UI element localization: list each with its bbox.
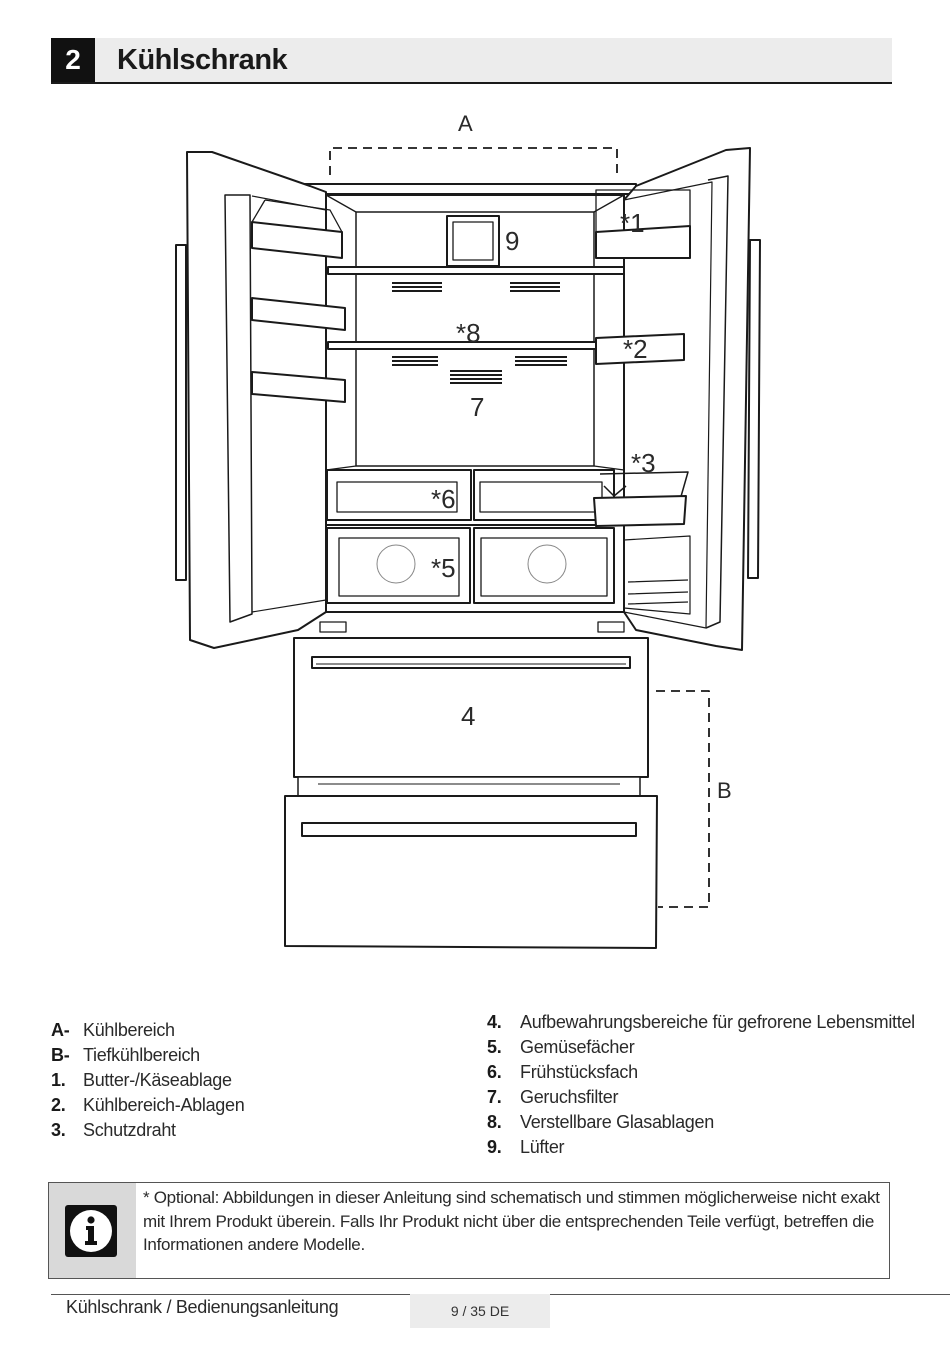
- legend-key: 9.: [487, 1137, 502, 1157]
- legend-key: 6.: [487, 1062, 502, 1082]
- footer-title: Kühlschrank / Bedienungsanleitung: [66, 1297, 339, 1317]
- legend-key: B-: [51, 1045, 70, 1065]
- chapter-title: Kühlschrank: [117, 44, 288, 76]
- legend-key: 5.: [487, 1037, 502, 1057]
- legend-item: 8. Verstellbare Glasablagen: [487, 1110, 915, 1135]
- fan-unit: [446, 215, 500, 267]
- label-butter-cheese-shelf: *1: [620, 208, 645, 238]
- freezer-drawer-lower: [284, 795, 658, 949]
- legend-right: 4. Aufbewahrungsbereiche für gefrorene Le…: [487, 1010, 915, 1160]
- legend-text: Butter-/Käseablage: [83, 1070, 232, 1090]
- legend-text: Frühstücksfach: [520, 1062, 638, 1082]
- label-zone-b: B: [717, 778, 732, 803]
- label-guard-wire: *3: [631, 448, 656, 478]
- note-icon-cell: [49, 1183, 136, 1278]
- zone-b-bracket: [656, 690, 710, 908]
- legend-key: 4.: [487, 1012, 502, 1032]
- freezer-drawer-upper: [293, 637, 649, 778]
- air-vents: [392, 282, 567, 384]
- legend-item: A- Kühlbereich: [51, 1018, 244, 1043]
- label-freezer: 4: [461, 701, 475, 731]
- legend-text: Schutzdraht: [83, 1120, 176, 1140]
- refrigerator-diagram: A B 9 *8 7 *1 *2 *3 *6 *5 4: [0, 100, 950, 980]
- legend-item: 6. Frühstücksfach: [487, 1060, 915, 1085]
- label-breakfast-drawer: *6: [431, 484, 456, 514]
- note-text: * Optional: Abbildungen in dieser Anleit…: [143, 1188, 880, 1254]
- legend-item: 3. Schutzdraht: [51, 1118, 244, 1143]
- legend-text: Verstellbare Glasablagen: [520, 1112, 714, 1132]
- legend-item: 2. Kühlbereich-Ablagen: [51, 1093, 245, 1118]
- label-crisper: *5: [431, 553, 456, 583]
- freezer-handle-lower: [301, 822, 637, 837]
- legend-key: 3.: [51, 1120, 66, 1140]
- legend-item: 5. Gemüsefächer: [487, 1035, 915, 1060]
- optional-note: * Optional: Abbildungen in dieser Anleit…: [48, 1182, 890, 1279]
- right-door-shelf: [595, 333, 685, 365]
- left-door-bin-1: [251, 221, 343, 259]
- legend-item: 4. Aufbewahrungsbereiche für gefrorene Le…: [487, 1010, 915, 1035]
- header-rule: [51, 82, 892, 84]
- legend-item: B- Tiefkühlbereich: [51, 1043, 244, 1068]
- label-glass-shelves: *8: [456, 318, 481, 348]
- glass-shelf-upper: [327, 266, 629, 275]
- legend-item: 1. Butter-/Käseablage: [51, 1068, 244, 1093]
- left-door-bin-3: [251, 371, 346, 403]
- freezer-handle-upper: [311, 656, 631, 669]
- legend-text: Aufbewahrungsbereiche für gefrorene Lebe…: [520, 1012, 915, 1032]
- chapter-number: 2: [51, 38, 95, 82]
- legend-key: A-: [51, 1020, 70, 1040]
- legend-key: 2.: [51, 1095, 66, 1115]
- guard-wire: [599, 471, 689, 501]
- section-header: 2 Kühlschrank: [51, 38, 892, 82]
- legend-left: A- Kühlbereich B- Tiefkühlbereich 1. Butter…: [51, 1018, 245, 1143]
- info-icon: [65, 1205, 117, 1257]
- legend-text: Tiefkühlbereich: [83, 1045, 200, 1065]
- label-fan: 9: [505, 226, 519, 256]
- legend-key: 8.: [487, 1112, 502, 1132]
- left-door-bin-2: [251, 297, 346, 331]
- crisper-drawer: [326, 527, 471, 604]
- label-odour-filter: 7: [470, 392, 484, 422]
- zone-a-bracket: [329, 147, 618, 175]
- legend-item: 9. Lüfter: [487, 1135, 915, 1160]
- legend-key: 7.: [487, 1087, 502, 1107]
- legend-text: Kühlbereich: [83, 1020, 175, 1040]
- legend-text: Lüfter: [520, 1137, 565, 1157]
- legend-text: Gemüsefächer: [520, 1037, 635, 1057]
- legend-text: Kühlbereich-Ablagen: [83, 1095, 245, 1115]
- label-door-shelves: *2: [623, 334, 648, 364]
- legend-item: 7. Geruchsfilter: [487, 1085, 915, 1110]
- legend-key: 1.: [51, 1070, 66, 1090]
- legend-text: Geruchsfilter: [520, 1087, 619, 1107]
- left-door: [186, 151, 327, 649]
- label-zone-a: A: [458, 111, 473, 136]
- page-number: 9 / 35 DE: [410, 1294, 550, 1328]
